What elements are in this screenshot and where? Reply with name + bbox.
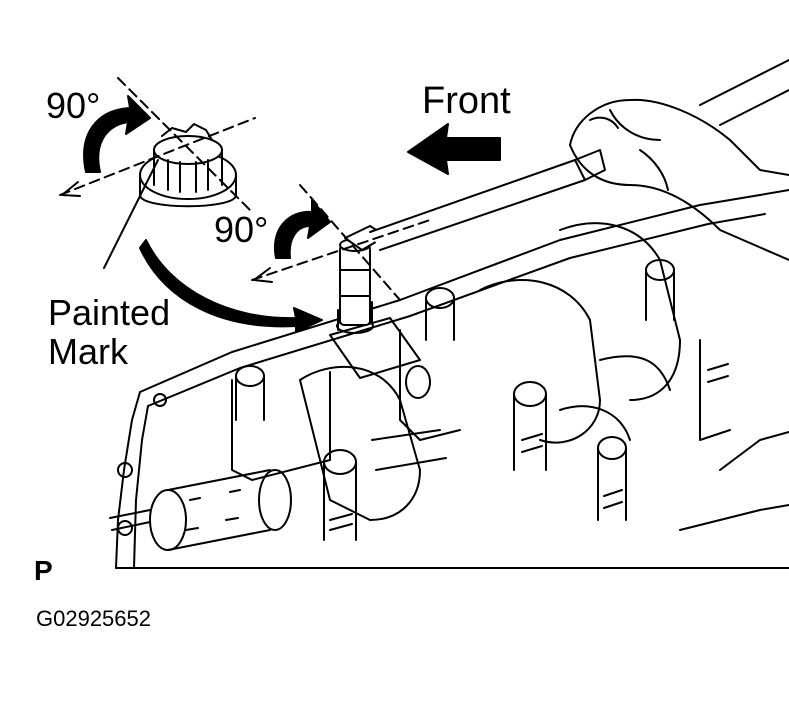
engine-block — [109, 189, 789, 569]
front-arrow-icon — [407, 123, 501, 175]
pointer-arrow-icon — [139, 239, 323, 333]
rotation-arrow-icon — [83, 95, 151, 173]
angle-label-second: 90° — [214, 209, 269, 250]
mark-label: Mark — [48, 331, 128, 372]
view-code-label: P — [34, 555, 53, 586]
painted-label: Painted — [48, 292, 171, 333]
rotation-arrow-icon — [273, 199, 331, 259]
hand — [569, 59, 789, 261]
bolt-detail — [59, 77, 256, 269]
angle-label-first: 90° — [46, 85, 101, 126]
bearing-caps — [231, 259, 731, 541]
front-label: Front — [422, 80, 511, 122]
figure-code-label: G02925652 — [36, 606, 151, 631]
crankshaft — [299, 222, 681, 521]
